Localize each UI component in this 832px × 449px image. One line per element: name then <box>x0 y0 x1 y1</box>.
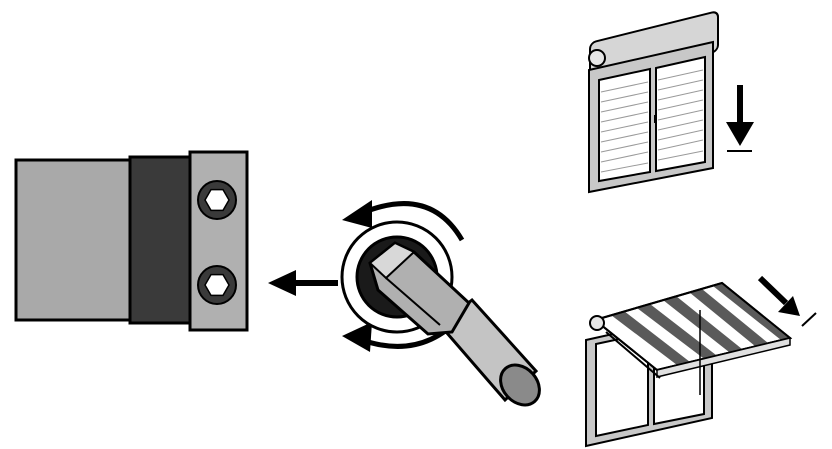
awning <box>585 281 793 448</box>
arrow-diagonal-icon <box>757 275 817 327</box>
hex-socket-icon <box>197 265 237 305</box>
awning-canopy <box>592 281 793 378</box>
shutter-slats <box>600 69 704 173</box>
window-pane-left <box>598 67 651 183</box>
window-pane-right <box>655 55 706 173</box>
arrow-down-icon <box>726 85 754 152</box>
roller-shutter-window <box>588 11 719 194</box>
motor-band <box>128 155 192 325</box>
hex-socket-icon <box>197 180 237 220</box>
motor-body <box>14 158 132 322</box>
arrow-left-icon <box>268 270 338 296</box>
motor-head <box>14 150 249 332</box>
rotate-arrow-icon <box>342 200 465 242</box>
tool-hex-head <box>368 241 471 336</box>
hex-key-tool <box>340 200 541 407</box>
